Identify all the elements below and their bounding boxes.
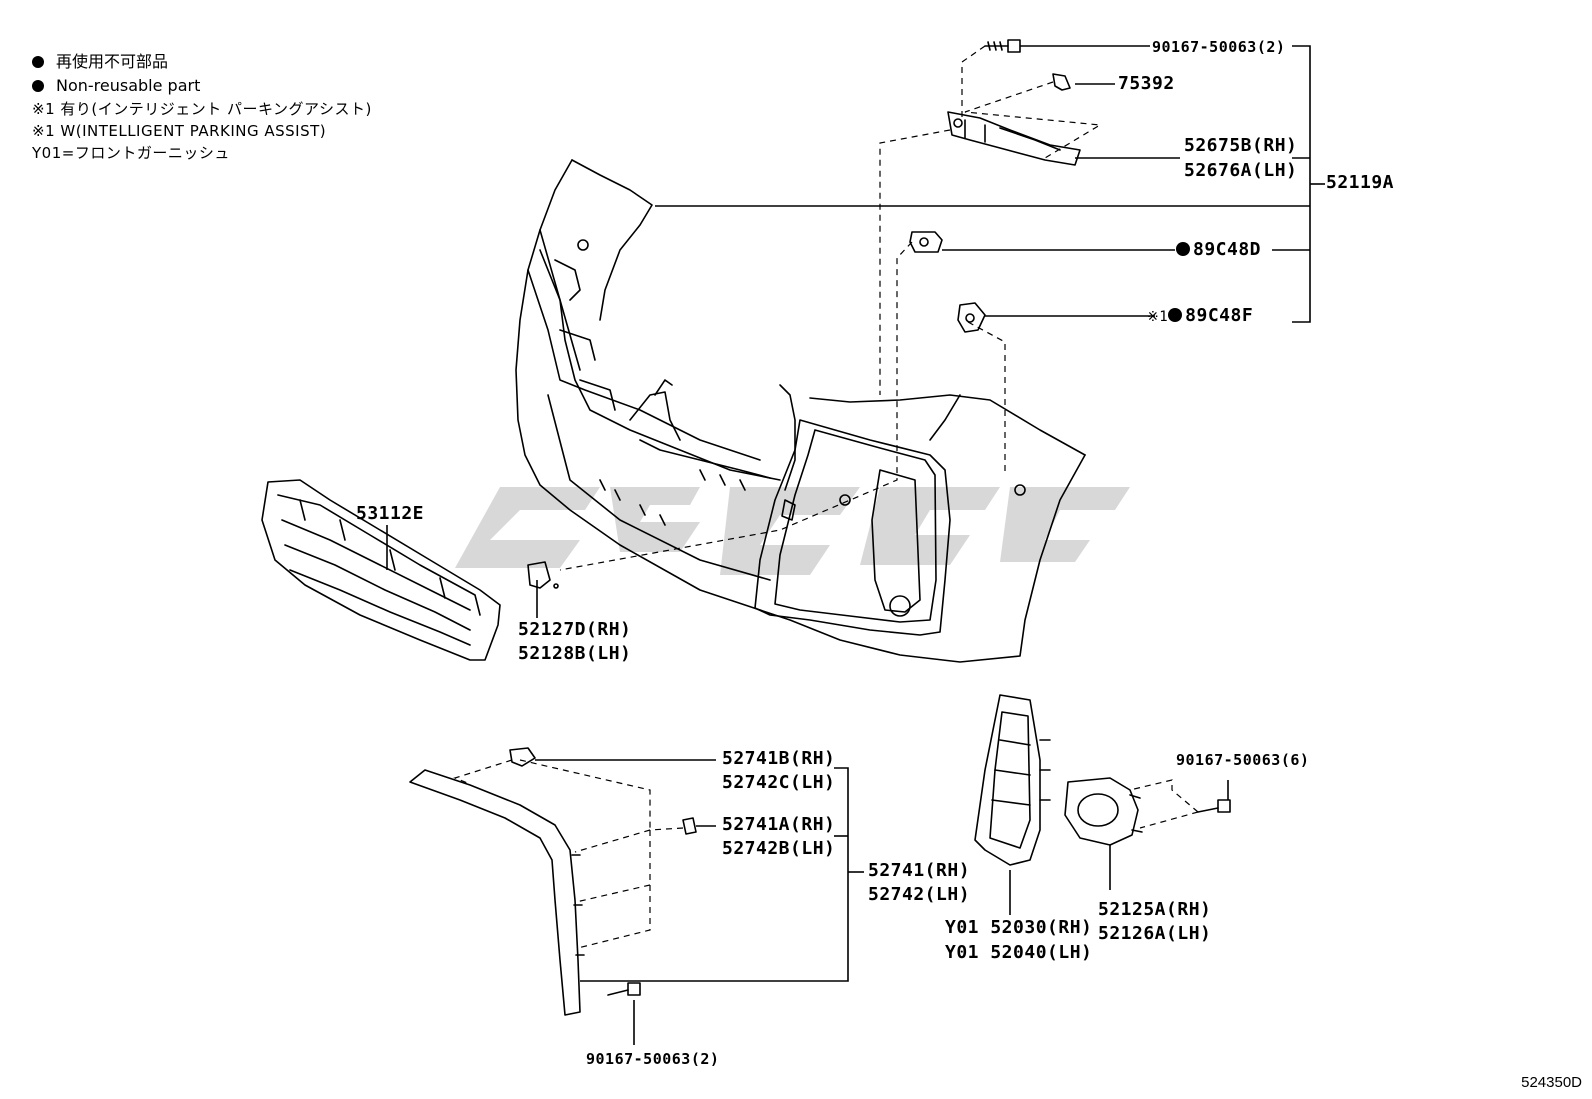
part-label-52742B[interactable]: 52742B(LH) xyxy=(722,838,836,859)
clip-75392 xyxy=(1052,73,1071,91)
part-label-75392[interactable]: 75392 xyxy=(1118,73,1175,94)
legend-row-ipa-en: ※1 W(INTELLIGENT PARKING ASSIST) xyxy=(32,122,327,140)
part-label-52119A[interactable]: 52119A xyxy=(1326,172,1395,193)
part-label-52742[interactable]: 52742(LH) xyxy=(868,884,971,905)
legend-text: 再使用不可部品 xyxy=(56,52,169,71)
part-number: 89C48D xyxy=(1193,239,1262,260)
part-label-52128B[interactable]: 52128B(LH) xyxy=(518,643,632,664)
screw-bottom xyxy=(607,982,641,996)
legend-row-nonreusable-ja: 再使用不可部品 xyxy=(32,50,372,74)
part-label-52741B[interactable]: 52741B(RH) xyxy=(722,748,836,769)
part-label-89C48F[interactable]: ※1 89C48F xyxy=(1147,305,1253,328)
part-label-52742C[interactable]: 52742C(LH) xyxy=(722,772,836,793)
part-label-52030[interactable]: Y01 52030(RH) xyxy=(945,917,1093,938)
clip-52741B xyxy=(509,747,536,767)
part-label-52127D[interactable]: 52127D(RH) xyxy=(518,619,632,640)
part-label-52741[interactable]: 52741(RH) xyxy=(868,860,971,881)
part-label-89C48D[interactable]: 89C48D xyxy=(1176,239,1261,261)
leader-lines xyxy=(386,45,1325,1045)
legend: 再使用不可部品 Non-reusable part ※1 有り(インテリジェント… xyxy=(32,50,372,164)
legend-row-ipa-ja: ※1 有り(インテリジェント パーキングアシスト) xyxy=(32,100,372,118)
part-label-52675B[interactable]: 52675B(RH) xyxy=(1184,135,1298,156)
non-reusable-bullet-icon xyxy=(1176,242,1190,256)
part-number: 89C48F xyxy=(1185,305,1254,326)
watermark-logo xyxy=(455,487,1130,575)
bracket-52675B xyxy=(947,111,1081,166)
diagram-id: 524350D xyxy=(1521,1074,1582,1091)
part-label-90167-right[interactable]: 90167-50063(6) xyxy=(1176,751,1310,769)
sensor-89C48F xyxy=(957,302,986,333)
part-label-52126A[interactable]: 52126A(LH) xyxy=(1098,923,1212,944)
molding-52741 xyxy=(409,769,585,1016)
part-label-90167-bottom[interactable]: 90167-50063(2) xyxy=(586,1050,720,1068)
garnish-52030 xyxy=(974,694,1051,866)
legend-text: Non-reusable part xyxy=(56,76,201,95)
part-label-90167-top[interactable]: 90167-50063(2) xyxy=(1152,38,1286,56)
part-label-53112E[interactable]: 53112E xyxy=(356,503,425,524)
cover-52125A xyxy=(1064,777,1143,846)
part-label-52040[interactable]: Y01 52040(LH) xyxy=(945,942,1093,963)
ipa-mark: ※1 xyxy=(1147,309,1169,325)
lower-grille xyxy=(261,479,501,661)
clip-52741A xyxy=(682,817,697,835)
bullet-icon xyxy=(32,80,44,92)
part-label-52676A[interactable]: 52676A(LH) xyxy=(1184,160,1298,181)
bumper-cover xyxy=(515,159,1086,663)
legend-row-nonreusable-en: Non-reusable part xyxy=(32,74,372,98)
non-reusable-bullet-icon xyxy=(1168,308,1183,322)
part-label-52741A[interactable]: 52741A(RH) xyxy=(722,814,836,835)
part-label-52125A[interactable]: 52125A(RH) xyxy=(1098,899,1212,920)
screw-top xyxy=(984,39,1021,53)
assembly-dashed-lines xyxy=(453,45,1199,949)
screw-right xyxy=(1197,799,1231,813)
clip-52127D xyxy=(527,561,559,589)
sensor-89C48D xyxy=(909,231,943,253)
legend-row-y01: Y01=フロントガーニッシュ xyxy=(32,144,230,162)
bullet-icon xyxy=(32,56,44,68)
